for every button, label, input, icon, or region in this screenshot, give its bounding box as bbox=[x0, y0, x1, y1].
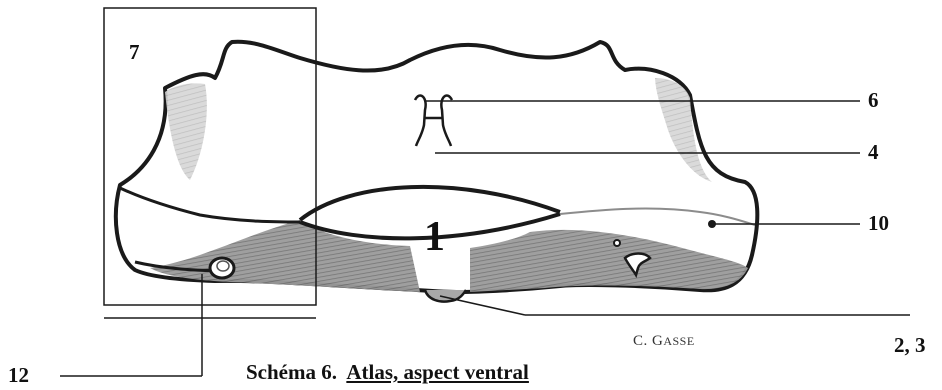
label-2-3: 2, 3 bbox=[894, 333, 926, 358]
label-10: 10 bbox=[868, 211, 889, 236]
label-4: 4 bbox=[868, 140, 879, 165]
author-rest: ASSE bbox=[663, 334, 694, 348]
figure-caption: Schéma 6. Atlas, aspect ventral bbox=[246, 360, 529, 385]
label-6: 6 bbox=[868, 88, 879, 113]
author-initial: C. G bbox=[633, 333, 663, 349]
label-1: 1 bbox=[424, 213, 445, 261]
caption-title: Atlas, aspect ventral bbox=[346, 360, 529, 384]
label-12: 12 bbox=[8, 363, 29, 388]
left-foramen-inner bbox=[217, 261, 229, 271]
caption-prefix: Schéma 6. bbox=[246, 360, 337, 384]
right-small-hole bbox=[614, 240, 620, 246]
author-credit: C. GASSE bbox=[633, 333, 695, 350]
leader-23 bbox=[440, 296, 525, 315]
label-7: 7 bbox=[129, 40, 140, 65]
